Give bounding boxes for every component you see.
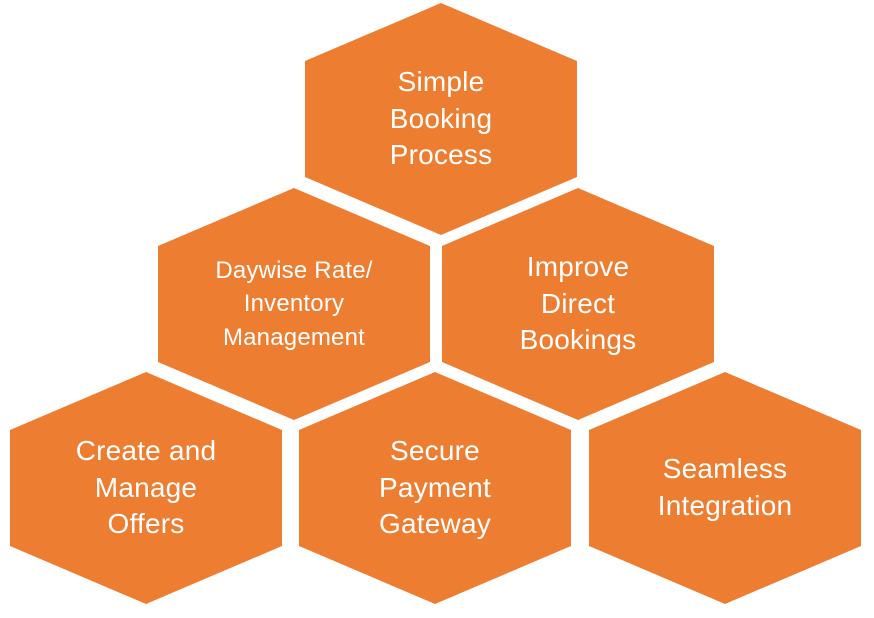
hexagon-label-secure-payment-gateway: Secure Payment Gateway: [379, 434, 491, 540]
hexagon-label-daywise-rate-inventory: Daywise Rate/ Inventory Management: [215, 256, 373, 351]
hexagon-label-seamless-integration: Seamless Integration: [657, 453, 793, 521]
hexagon-label-simple-booking-process: Simple Booking Process: [389, 65, 493, 171]
hexagon-improve-direct-bookings: Improve Direct Bookings: [442, 188, 714, 420]
hexagon-secure-payment-gateway: Secure Payment Gateway: [299, 372, 571, 604]
hexagon-label-improve-direct-bookings: Improve Direct Bookings: [519, 250, 637, 356]
hexagon-label-create-and-manage-offers: Create and Manage Offers: [75, 434, 217, 540]
hexagon-create-and-manage-offers: Create and Manage Offers: [10, 372, 282, 604]
hexagon-simple-booking-process: Simple Booking Process: [305, 3, 577, 235]
hexagon-seamless-integration: Seamless Integration: [589, 372, 861, 604]
hexagon-daywise-rate-inventory: Daywise Rate/ Inventory Management: [158, 188, 430, 420]
